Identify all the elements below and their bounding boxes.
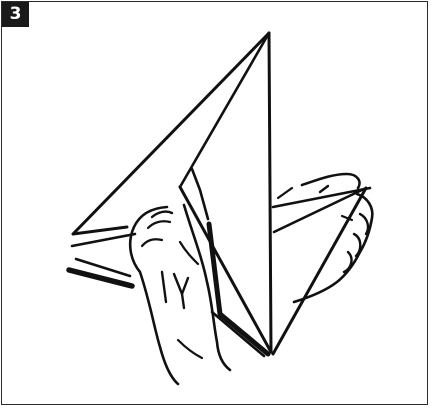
paper-right-flap xyxy=(273,188,370,354)
left-hand xyxy=(130,205,230,384)
paper-left-flap xyxy=(69,33,269,286)
right-hand xyxy=(294,174,372,302)
paper-center-panel xyxy=(180,33,271,352)
